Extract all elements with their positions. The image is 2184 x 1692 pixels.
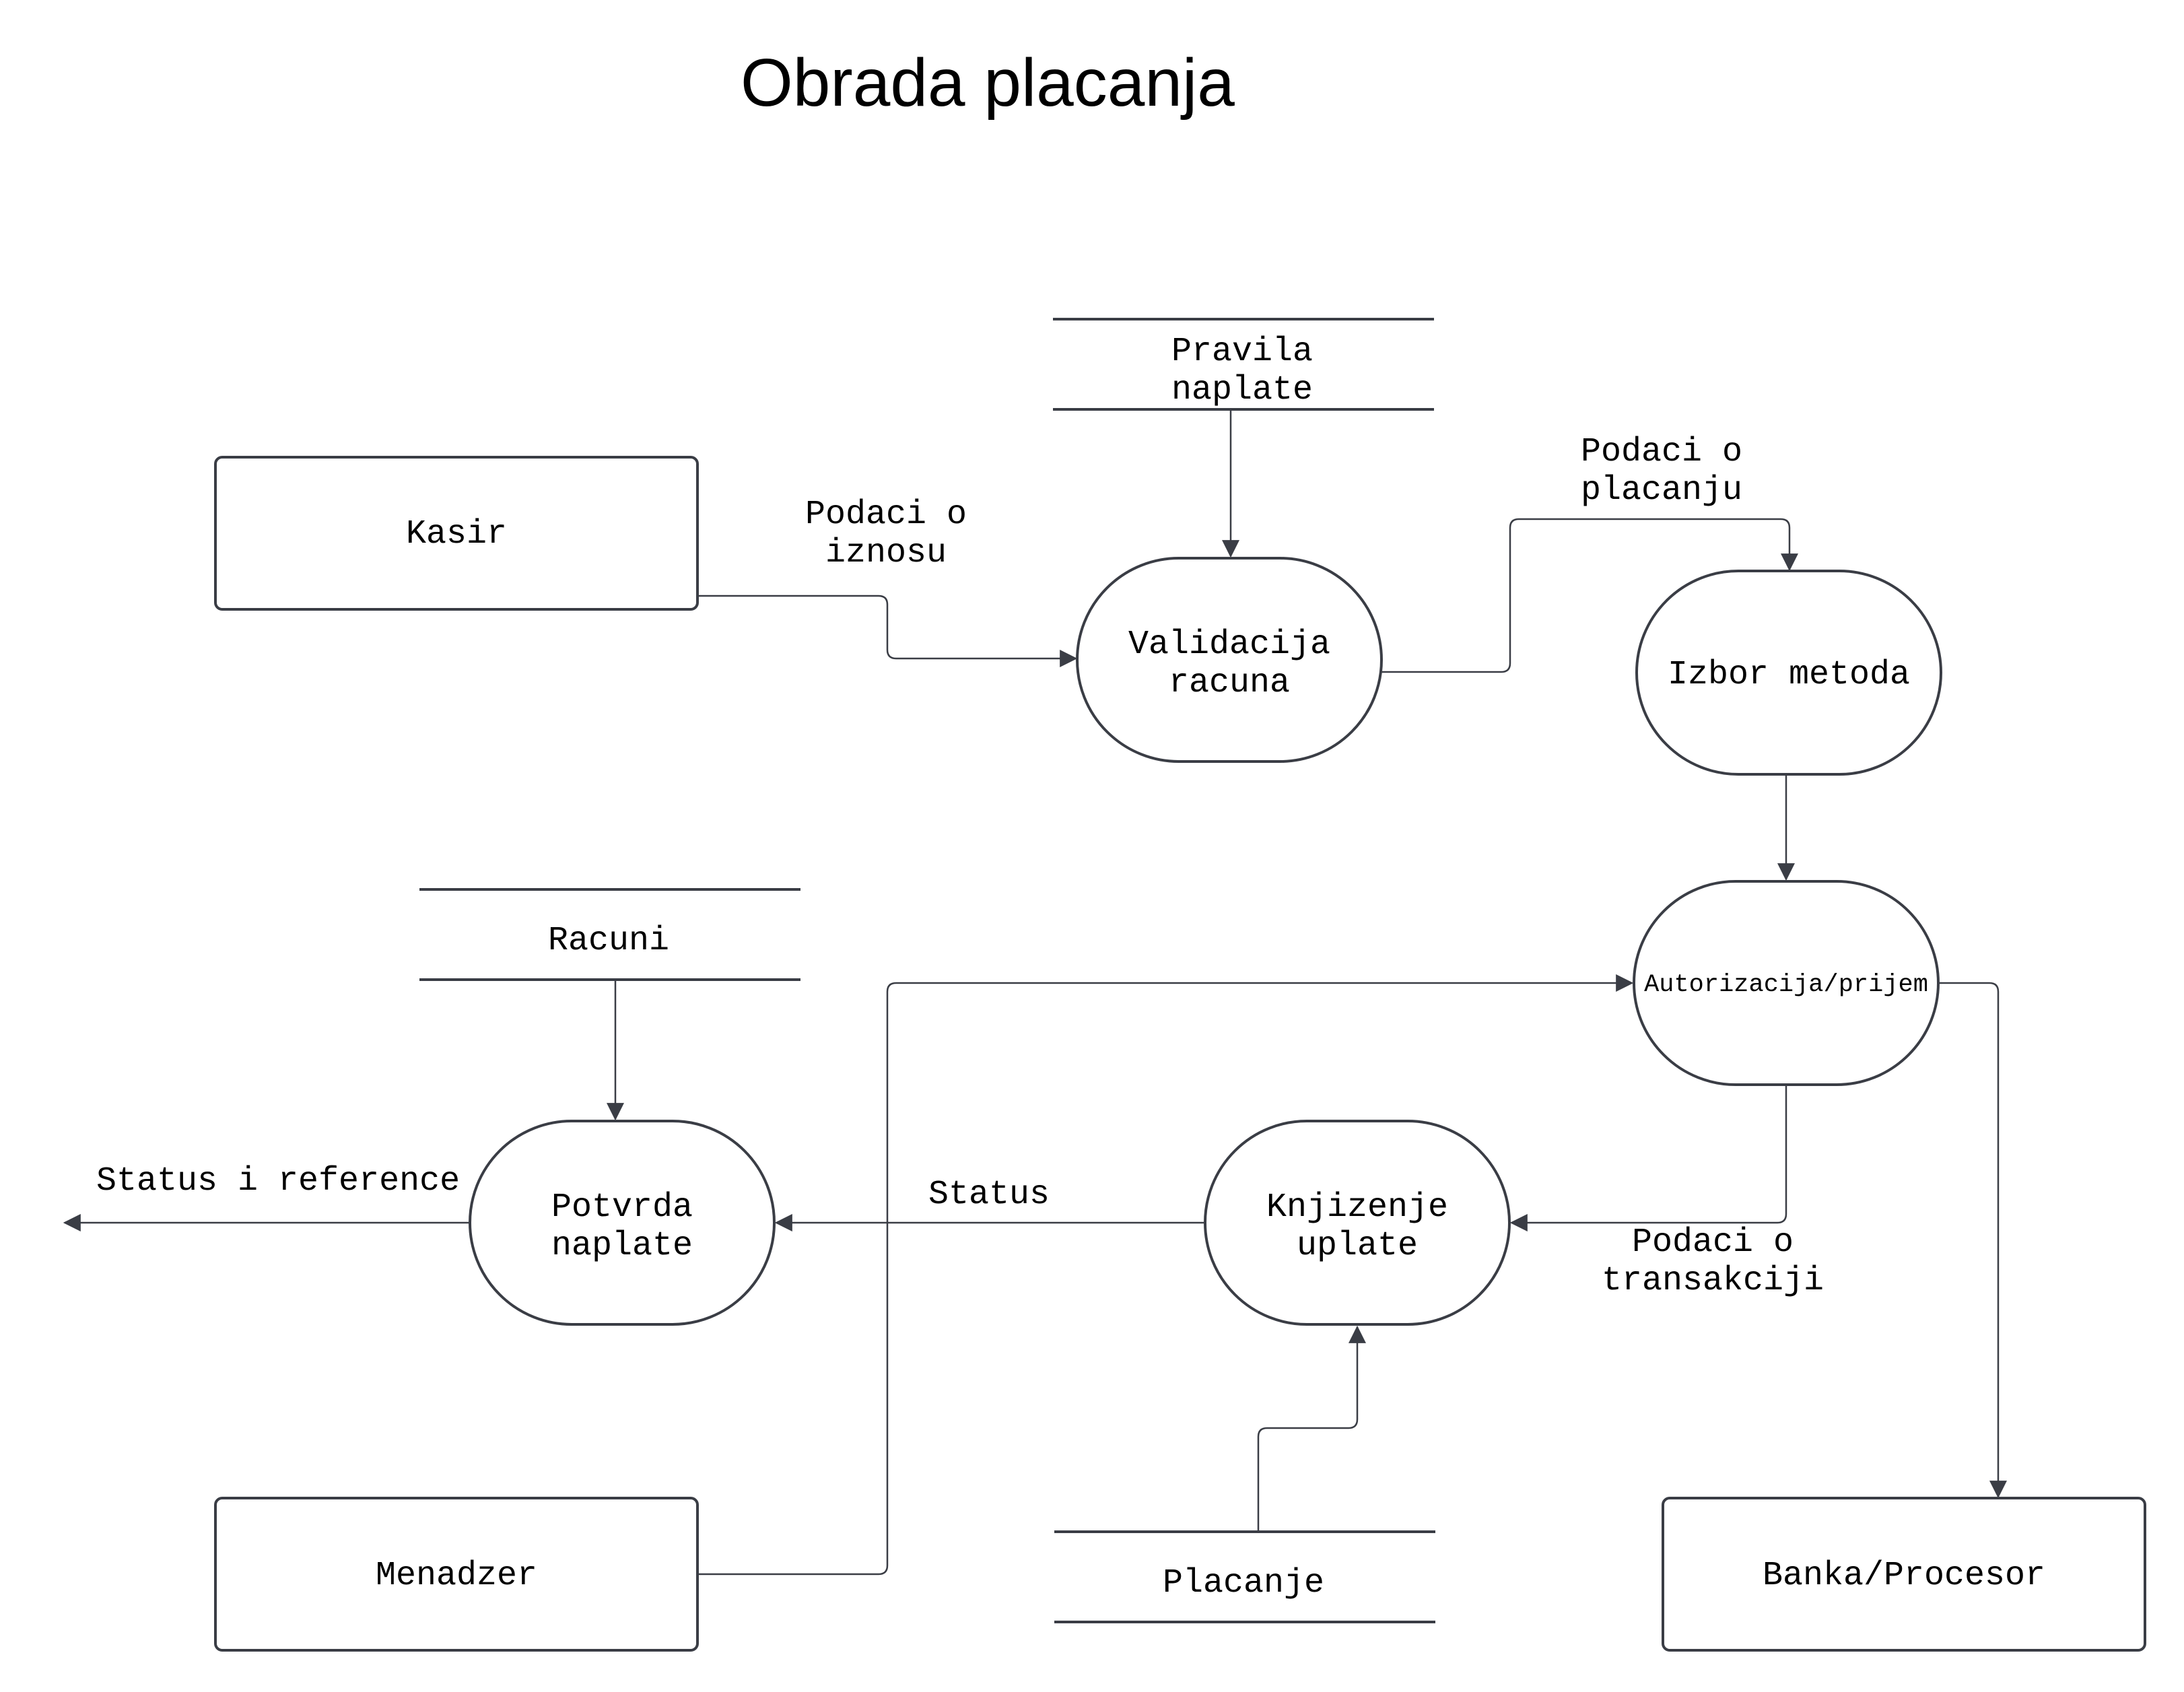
flow-label-podaci-transakciji: Podaci o transakciji bbox=[1602, 1223, 1824, 1300]
flow-label-placanju-line-1: Podaci o bbox=[1581, 433, 1742, 471]
store-pravila-naplate: Pravila naplate bbox=[1053, 318, 1434, 411]
process-autorizacija-label: Autorizacija/prijem bbox=[1644, 971, 1928, 999]
flow-label-podaci-placanju: Podaci o placanju bbox=[1581, 433, 1742, 510]
flow-label-podaci-iznosu: Podaci o iznosu bbox=[805, 496, 967, 572]
flow-autorizacija-to-banka bbox=[1940, 982, 2007, 1499]
process-validacija-line-2: racuna bbox=[1169, 664, 1290, 702]
process-knjizenje-uplate: Knjizenje uplate bbox=[1204, 1120, 1511, 1326]
flow-label-transakciji-line-2: transakciji bbox=[1602, 1262, 1824, 1300]
flow-label-status: Status bbox=[928, 1176, 1050, 1214]
store-placanje-label: Placanje bbox=[1163, 1564, 1324, 1602]
process-potvrda-line-2: naplate bbox=[551, 1227, 693, 1265]
process-autorizacija-prijem: Autorizacija/prijem bbox=[1633, 880, 1940, 1086]
store-racuni: Racuni bbox=[419, 888, 800, 981]
flow-kasir-to-validacija bbox=[697, 595, 1078, 667]
process-potvrda-naplate: Potvrda naplate bbox=[469, 1120, 776, 1326]
process-izbor-metoda: Izbor metoda bbox=[1635, 570, 1942, 776]
store-racuni-label: Racuni bbox=[548, 922, 669, 960]
flow-label-iznosu-line-1: Podaci o bbox=[805, 496, 967, 534]
flow-label-iznosu-line-2: iznosu bbox=[825, 534, 947, 572]
diagram-title: Obrada placanja bbox=[741, 45, 1235, 121]
flow-placanje-to-knjizenje bbox=[1257, 1325, 1366, 1532]
entity-banka-label: Banka/Procesor bbox=[1763, 1557, 2045, 1595]
store-placanje: Placanje bbox=[1054, 1530, 1435, 1623]
entity-kasir: Kasir bbox=[214, 456, 699, 611]
flow-label-status-reference: Status i reference bbox=[96, 1162, 460, 1200]
entity-menadzer-label: Menadzer bbox=[376, 1557, 537, 1595]
process-knjizenje-line-1: Knjizenje bbox=[1266, 1188, 1448, 1227]
process-izbor-label: Izbor metoda bbox=[1668, 656, 1910, 694]
flow-autorizacija-to-knjizenje bbox=[1509, 1083, 1787, 1231]
flow-menadzer-to-autorizacija bbox=[697, 974, 1634, 1576]
flow-validacija-to-izbor bbox=[1381, 518, 1798, 673]
store-pravila-line-2: naplate bbox=[1171, 371, 1313, 409]
process-knjizenje-line-2: uplate bbox=[1297, 1227, 1418, 1265]
process-validacija-line-1: Validacija bbox=[1128, 625, 1330, 664]
process-potvrda-line-1: Potvrda bbox=[551, 1188, 693, 1227]
entity-kasir-label: Kasir bbox=[406, 515, 507, 553]
store-pravila-line-1: Pravila bbox=[1171, 333, 1313, 371]
process-validacija-racuna: Validacija racuna bbox=[1076, 557, 1383, 763]
flow-label-transakciji-line-1: Podaci o bbox=[1632, 1223, 1794, 1262]
entity-menadzer: Menadzer bbox=[214, 1497, 699, 1652]
entity-banka-procesor: Banka/Procesor bbox=[1662, 1497, 2146, 1652]
flow-label-placanju-line-2: placanju bbox=[1581, 471, 1742, 510]
